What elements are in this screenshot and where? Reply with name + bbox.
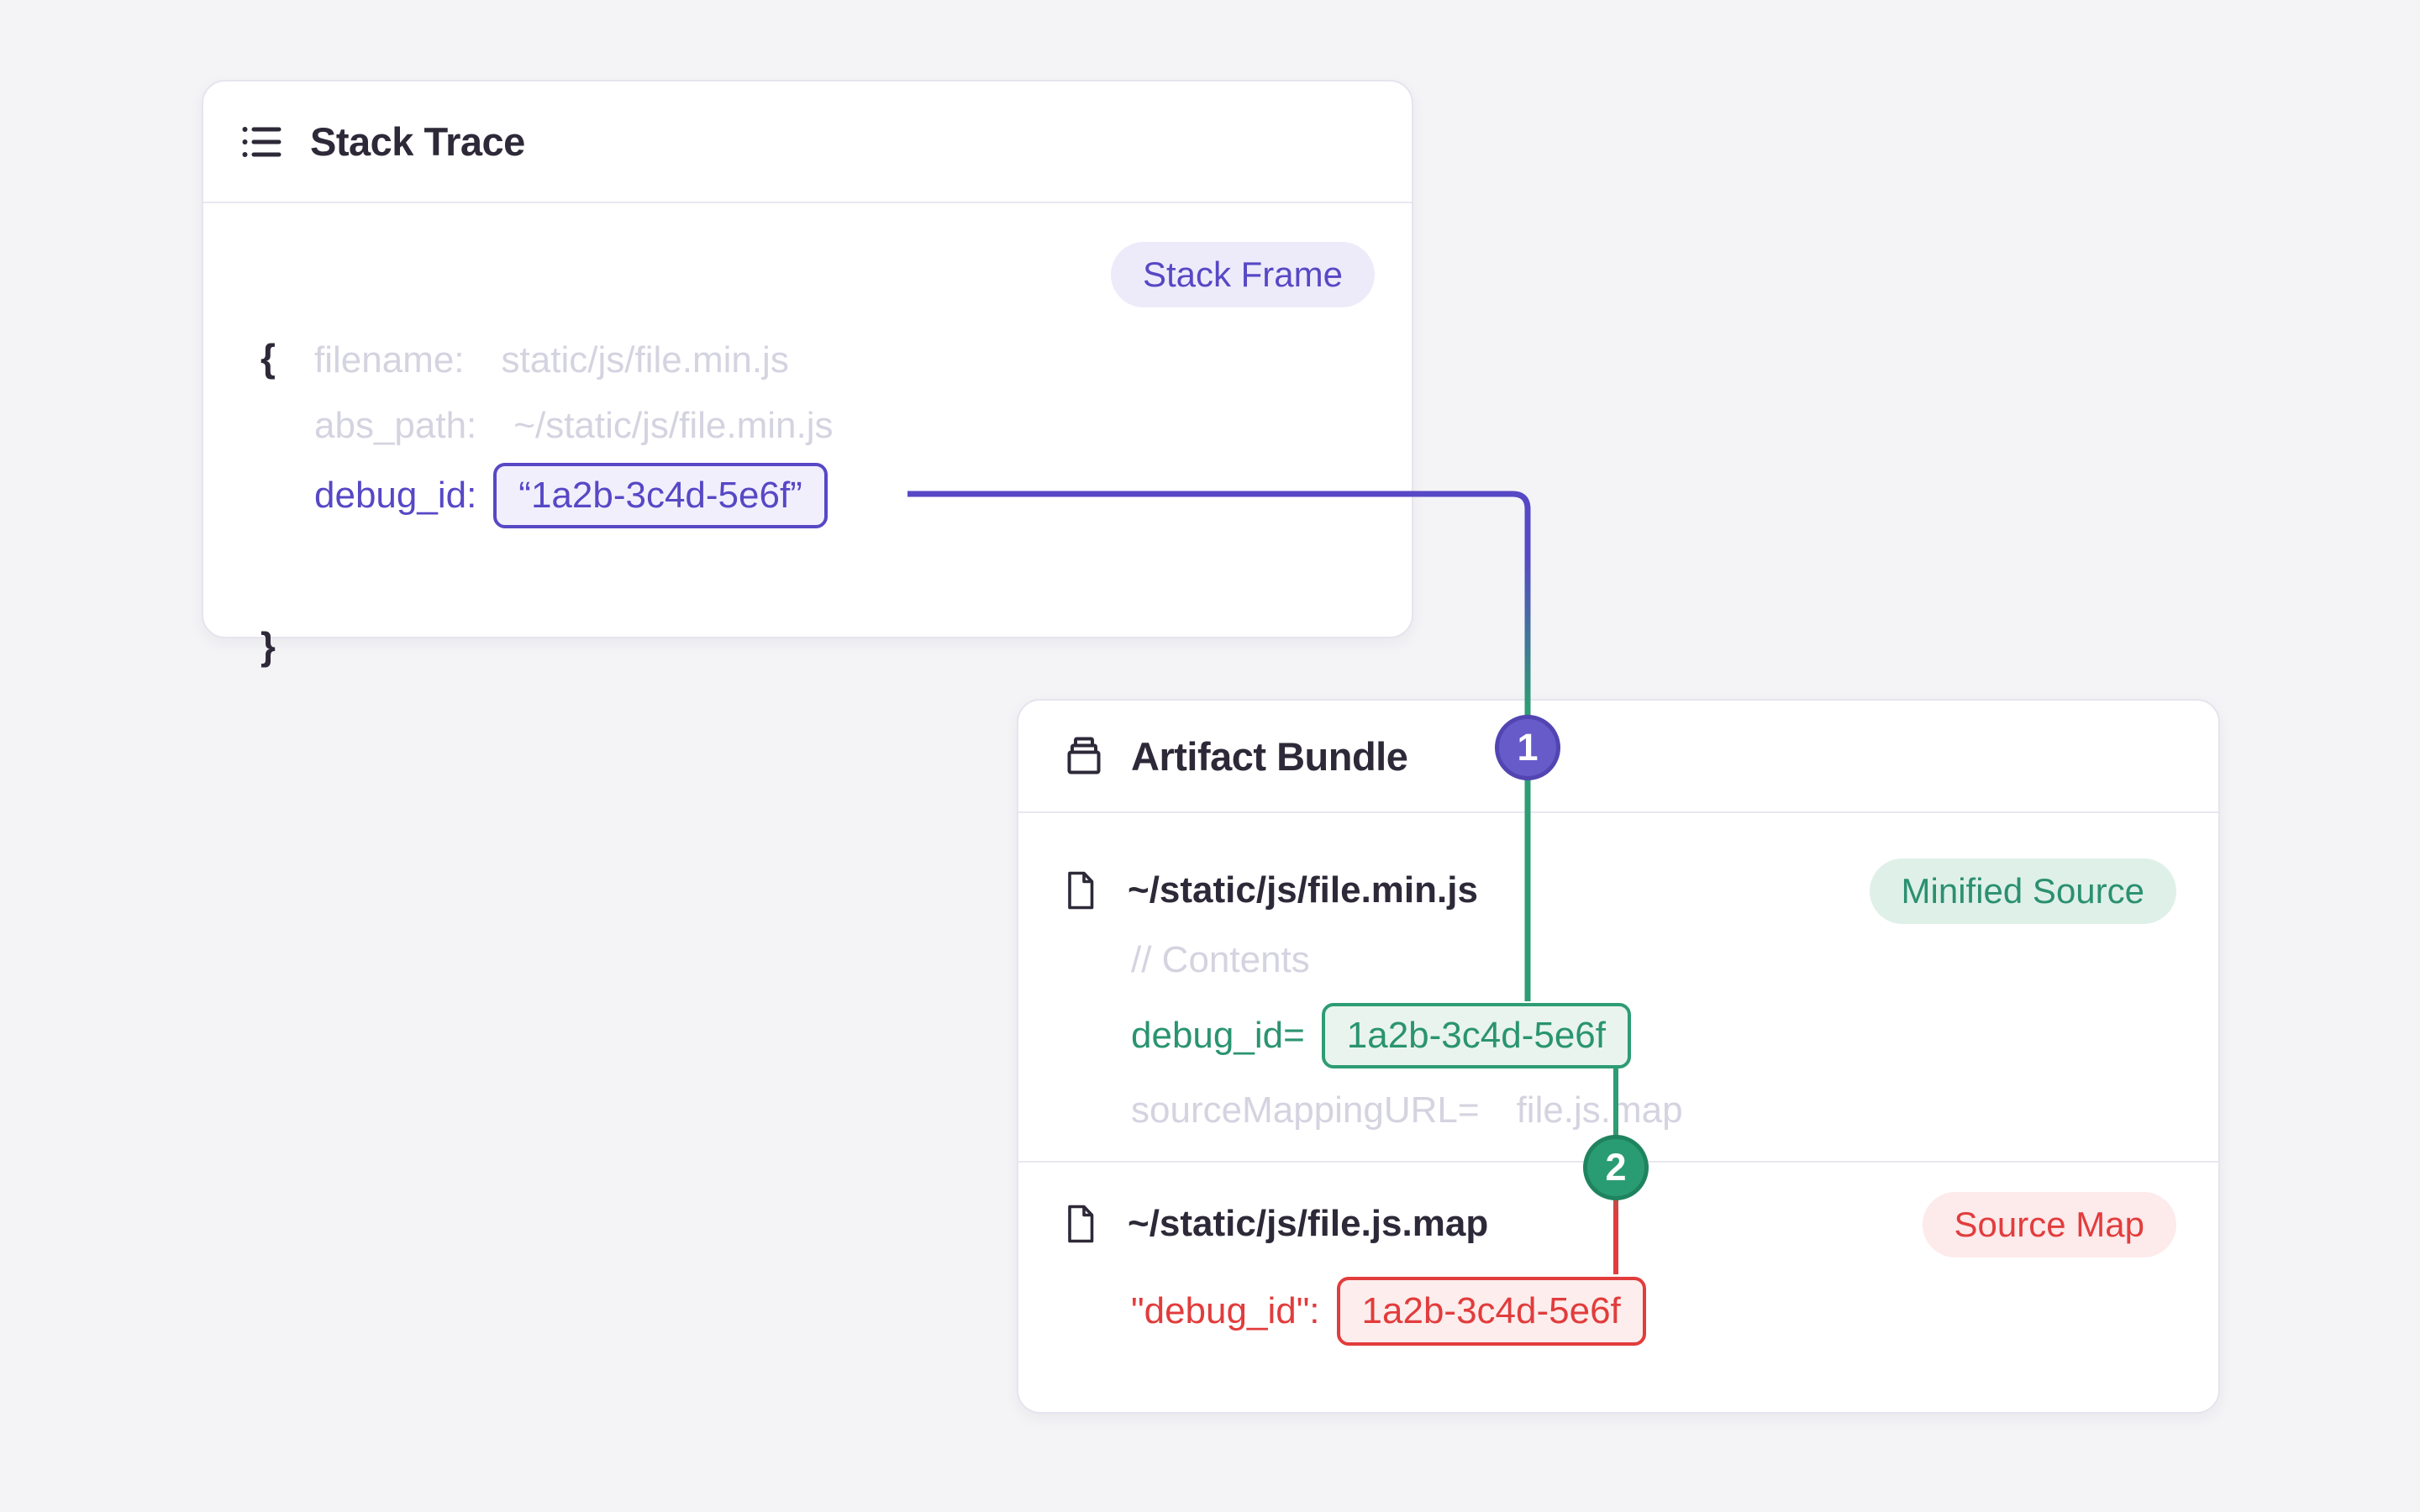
filename-key: filename: xyxy=(314,339,465,381)
source-map-file-path: ~/static/js/file.js.map xyxy=(1128,1203,1489,1244)
abs-path-value: ~/static/js/file.min.js xyxy=(513,405,834,446)
source-map-file-row: ~/static/js/file.js.map xyxy=(1064,1190,1488,1257)
map-debug-id-row: "debug_id": 1a2b-3c4d-5e6f xyxy=(1131,1277,1646,1346)
bundle-debug-id-row: debug_id= 1a2b-3c4d-5e6f xyxy=(1131,1002,1632,1069)
close-brace: } xyxy=(260,624,276,668)
abs-path-row: abs_path: ~/static/js/file.min.js xyxy=(314,392,834,459)
connector-marker-2: 2 xyxy=(1583,1135,1649,1200)
source-map-badge: Source Map xyxy=(1922,1192,2176,1257)
abs-path-key: abs_path: xyxy=(314,405,477,446)
debug-id-key: debug_id: xyxy=(314,475,477,516)
minified-file-row: ~/static/js/file.min.js xyxy=(1064,857,1478,924)
artifact-bundle-card: Artifact Bundle ~/static/js/file.min.js … xyxy=(1017,699,2220,1414)
debug-id-row: debug_id: “1a2b-3c4d-5e6f” xyxy=(314,462,828,529)
open-brace: { xyxy=(260,336,276,380)
filename-value: static/js/file.min.js xyxy=(501,339,789,381)
stack-trace-card: Stack Trace { Stack Frame filename: stat… xyxy=(202,80,1413,668)
bundle-debug-id-value-box: 1a2b-3c4d-5e6f xyxy=(1321,1003,1632,1068)
file-icon xyxy=(1064,870,1097,911)
archive-icon xyxy=(1064,736,1104,776)
connector-marker-1: 1 xyxy=(1495,715,1560,780)
filename-row: filename: static/js/file.min.js xyxy=(314,327,789,394)
marker-1-number: 1 xyxy=(1517,726,1539,769)
map-debug-id-value-box: 1a2b-3c4d-5e6f xyxy=(1336,1277,1646,1346)
marker-2-number: 2 xyxy=(1605,1146,1627,1189)
contents-comment-row: // Contents xyxy=(1131,927,1310,994)
file-icon xyxy=(1064,1204,1097,1244)
stack-frame-badge: Stack Frame xyxy=(1110,242,1375,307)
list-icon xyxy=(241,123,283,161)
contents-comment: // Contents xyxy=(1131,939,1310,980)
artifact-bundle-title: Artifact Bundle xyxy=(1131,733,1408,779)
minified-file-path: ~/static/js/file.min.js xyxy=(1128,869,1478,911)
artifact-bundle-header: Artifact Bundle xyxy=(1018,701,2218,813)
source-mapping-value: file.js.map xyxy=(1516,1089,1683,1131)
minified-source-badge: Minified Source xyxy=(1869,858,2176,924)
stack-trace-header: Stack Trace xyxy=(203,81,1412,203)
map-debug-id-key: "debug_id": xyxy=(1131,1290,1320,1331)
stack-trace-title: Stack Trace xyxy=(310,119,525,164)
bundle-debug-id-key: debug_id= xyxy=(1131,1015,1305,1056)
debug-id-value-box: “1a2b-3c4d-5e6f” xyxy=(493,463,828,528)
source-mapping-row: sourceMappingURL= file.js.map xyxy=(1131,1077,1683,1144)
source-mapping-key: sourceMappingURL= xyxy=(1131,1089,1480,1131)
